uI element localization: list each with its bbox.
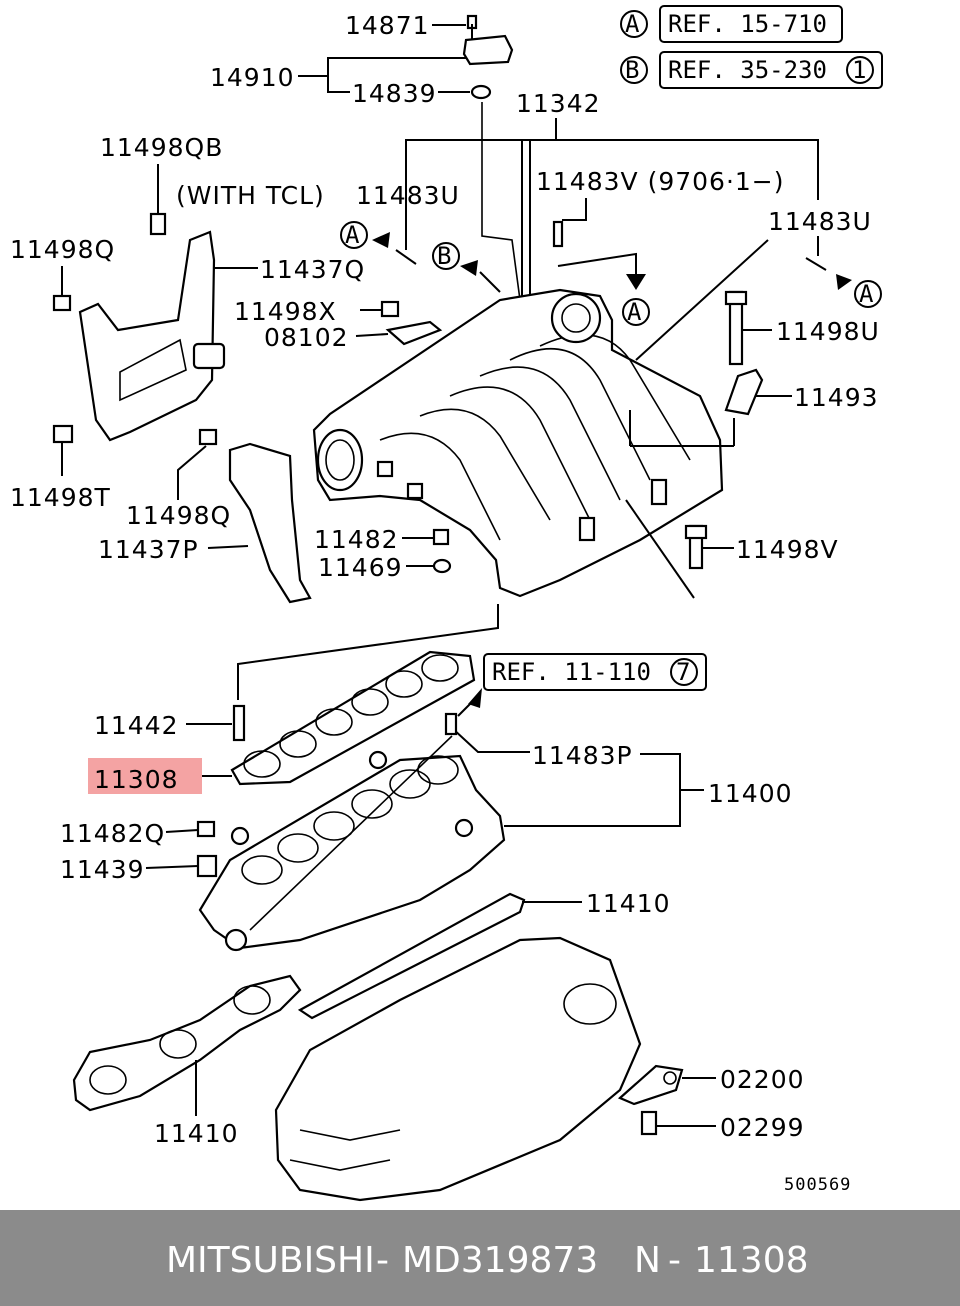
label-11483u-left: 11483U xyxy=(356,181,460,210)
label-11498v: 11498V xyxy=(736,535,839,564)
label-11410-right: 11410 xyxy=(586,889,671,918)
diagram-id: 500569 xyxy=(784,1175,851,1195)
marker-b-1: B xyxy=(437,242,451,270)
label-11498t: 11498T xyxy=(10,483,111,512)
label-11410-bottom: 11410 xyxy=(154,1119,239,1148)
ref-a-text: REF. 15-710 xyxy=(668,10,827,38)
label-11498qb: 11498QB xyxy=(100,133,223,162)
marker-one: 1 xyxy=(852,56,866,84)
footer-ref-number: 11308 xyxy=(694,1240,809,1281)
highlight-box xyxy=(88,758,202,794)
label-14839: 14839 xyxy=(352,79,437,108)
label-11437p: 11437P xyxy=(98,535,199,564)
label-14871: 14871 xyxy=(345,11,430,40)
parts-diagram: A REF. 15-710 B REF. 35-230 1 14871 1491… xyxy=(10,5,883,1202)
ref-b-callout: B REF. 35-230 1 xyxy=(620,51,883,89)
label-02299: 02299 xyxy=(720,1113,805,1142)
footer-separator: - xyxy=(376,1240,389,1281)
label-11469: 11469 xyxy=(318,553,403,582)
label-02200: 02200 xyxy=(720,1065,805,1094)
footer-part-number: MD319873 xyxy=(402,1240,599,1281)
intake-plenum xyxy=(312,288,724,598)
label-11439: 11439 xyxy=(60,855,145,884)
label-11493: 11493 xyxy=(794,383,879,412)
marker-a-2: A xyxy=(627,298,642,326)
footer-ref-separator: - xyxy=(668,1240,681,1281)
label-11342: 11342 xyxy=(516,89,601,118)
gasket-11308 xyxy=(230,650,476,786)
footer-ref-prefix: N xyxy=(634,1240,661,1281)
label-11483v: 11483V (9706·1−) xyxy=(536,167,785,196)
bracket-11437q xyxy=(78,230,216,442)
label-11498x: 11498X xyxy=(234,297,337,326)
map-sensor xyxy=(462,14,514,100)
label-11442: 11442 xyxy=(94,711,179,740)
bracket-11437p xyxy=(228,442,312,604)
footer-brand: MITSUBISHI xyxy=(166,1240,375,1281)
label-11400: 11400 xyxy=(708,779,793,808)
label-11308: 11308 xyxy=(94,765,179,794)
label-11437q: 11437Q xyxy=(260,255,365,284)
marker-b: B xyxy=(625,56,639,84)
ref-a-callout: A REF. 15-710 xyxy=(620,5,843,43)
label-11482: 11482 xyxy=(314,525,399,554)
gasket-11410-right xyxy=(297,892,526,1020)
ref-c-text: REF. 11-110 xyxy=(492,658,651,686)
marker-a: A xyxy=(625,10,640,38)
marker-a-1: A xyxy=(345,221,360,249)
label-11498q-mid: 11498Q xyxy=(126,501,231,530)
lower-manifold-11400 xyxy=(198,735,506,952)
label-11483p: 11483P xyxy=(532,741,633,770)
ref-b-text: REF. 35-230 xyxy=(668,56,827,84)
gasket-11410-bottom xyxy=(72,974,302,1112)
label-11483u-right: 11483U xyxy=(768,207,872,236)
label-08102: 08102 xyxy=(264,323,349,352)
label-14910: 14910 xyxy=(210,63,295,92)
engine-block xyxy=(274,936,642,1202)
marker-a-3: A xyxy=(859,280,874,308)
label-with-tcl: (WITH TCL) xyxy=(176,181,325,210)
footer-bar: MITSUBISHI - MD319873 N - 11308 xyxy=(0,1210,960,1306)
label-11498u: 11498U xyxy=(776,317,880,346)
label-11482q: 11482Q xyxy=(60,819,165,848)
marker-seven: 7 xyxy=(676,658,690,686)
label-11498q-top: 11498Q xyxy=(10,235,115,264)
